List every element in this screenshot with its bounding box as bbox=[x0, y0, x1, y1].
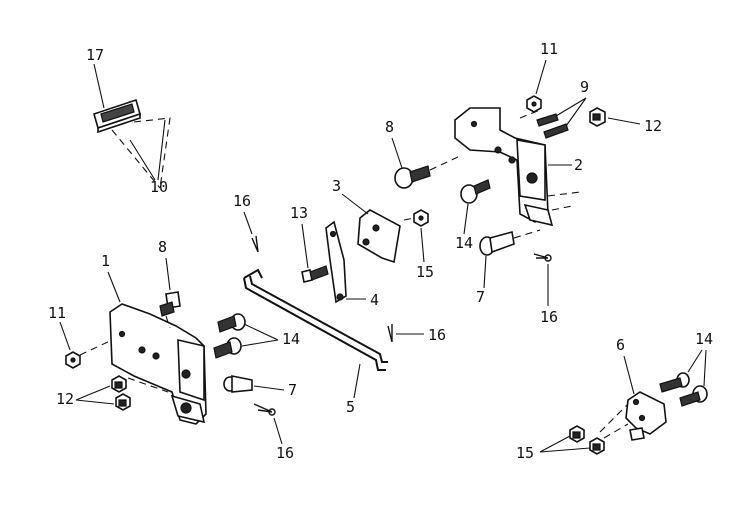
callout-17: 17 bbox=[86, 46, 104, 64]
part-12-nuts-left bbox=[111, 375, 131, 411]
callout-16-rod: 16 bbox=[428, 326, 446, 344]
callout-7-right: 7 bbox=[476, 288, 485, 306]
part-8-bolt-lower bbox=[159, 291, 181, 329]
part-15-nuts-bottom bbox=[569, 425, 605, 455]
part-8-bolt-upper bbox=[394, 155, 461, 189]
part-7-pin-right bbox=[479, 229, 541, 256]
callout-7-left: 7 bbox=[288, 381, 297, 399]
callout-3: 3 bbox=[332, 177, 341, 195]
callout-12-right: 12 bbox=[644, 117, 662, 135]
leader-1 bbox=[107, 271, 121, 303]
part-13-bolt bbox=[301, 265, 329, 283]
part-carriage-bolt-mid bbox=[460, 179, 491, 204]
leader-11-left bbox=[59, 321, 71, 351]
part-17-pad bbox=[93, 98, 171, 189]
part-16-cotter-rod-top bbox=[251, 235, 259, 253]
leader-14-right bbox=[687, 349, 707, 387]
callout-5: 5 bbox=[346, 398, 355, 416]
leader-16-top bbox=[243, 211, 253, 235]
part-16-cotter-rod-end bbox=[387, 324, 393, 343]
part-3-plate bbox=[357, 209, 401, 264]
leader-8-upper bbox=[391, 137, 403, 169]
callout-8-upper: 8 bbox=[385, 118, 394, 136]
part-9-studs bbox=[536, 113, 569, 139]
callout-1: 1 bbox=[101, 252, 110, 270]
callout-11-right: 11 bbox=[540, 40, 558, 58]
leader-12-left bbox=[75, 385, 115, 405]
leader-10 bbox=[129, 119, 166, 181]
callout-12-left: 12 bbox=[56, 390, 74, 408]
leader-14-left bbox=[241, 323, 279, 347]
callout-11-left: 11 bbox=[48, 304, 66, 322]
callout-16-left: 16 bbox=[276, 444, 294, 462]
leader-9 bbox=[555, 97, 587, 127]
part-14-bolts-right bbox=[659, 372, 708, 407]
part-4-link bbox=[325, 220, 347, 304]
leader-6 bbox=[623, 355, 635, 395]
callout-10: 10 bbox=[150, 178, 168, 196]
leader-5 bbox=[353, 363, 361, 399]
callout-14-mid: 14 bbox=[455, 234, 473, 252]
part-16-cotter-left bbox=[253, 403, 276, 416]
part-5-rod bbox=[243, 268, 388, 371]
callout-6: 6 bbox=[616, 336, 625, 354]
part-14-bolts-left bbox=[213, 313, 246, 359]
part-11-nut-left bbox=[65, 351, 81, 369]
part-16-cotter-right bbox=[533, 253, 552, 262]
part-1-left-bracket bbox=[79, 303, 207, 425]
callout-14-left: 14 bbox=[282, 330, 300, 348]
callout-4: 4 bbox=[370, 291, 379, 309]
callout-16-top: 16 bbox=[233, 192, 251, 210]
part-11-nut-right bbox=[526, 95, 542, 113]
callout-15-mid: 15 bbox=[416, 263, 434, 281]
leader-7-left bbox=[253, 385, 285, 391]
leader-8-lower bbox=[165, 257, 171, 291]
part-12-nut-right bbox=[589, 107, 606, 127]
leader-15-mid bbox=[420, 227, 425, 263]
callout-14-right: 14 bbox=[695, 330, 713, 348]
part-2-right-bracket bbox=[454, 107, 581, 227]
leader-17 bbox=[93, 63, 105, 109]
callout-2: 2 bbox=[574, 156, 583, 174]
callout-15-bottom: 15 bbox=[516, 444, 534, 462]
leader-7-right bbox=[483, 255, 487, 289]
part-7-pin-left bbox=[223, 375, 253, 393]
leader-16-left bbox=[273, 417, 283, 445]
leader-3 bbox=[341, 193, 369, 215]
leader-14-mid bbox=[463, 203, 469, 235]
callout-13: 13 bbox=[290, 204, 308, 222]
leader-11-right bbox=[535, 59, 547, 95]
callout-16-right: 16 bbox=[540, 308, 558, 326]
part-6-plate bbox=[599, 391, 667, 441]
callout-8-lower: 8 bbox=[158, 238, 167, 256]
leader-15-bottom bbox=[539, 435, 591, 453]
leader-13 bbox=[301, 223, 309, 269]
leader-12-right bbox=[607, 117, 641, 125]
part-15-nut-mid bbox=[403, 209, 429, 227]
callout-9: 9 bbox=[580, 78, 589, 96]
